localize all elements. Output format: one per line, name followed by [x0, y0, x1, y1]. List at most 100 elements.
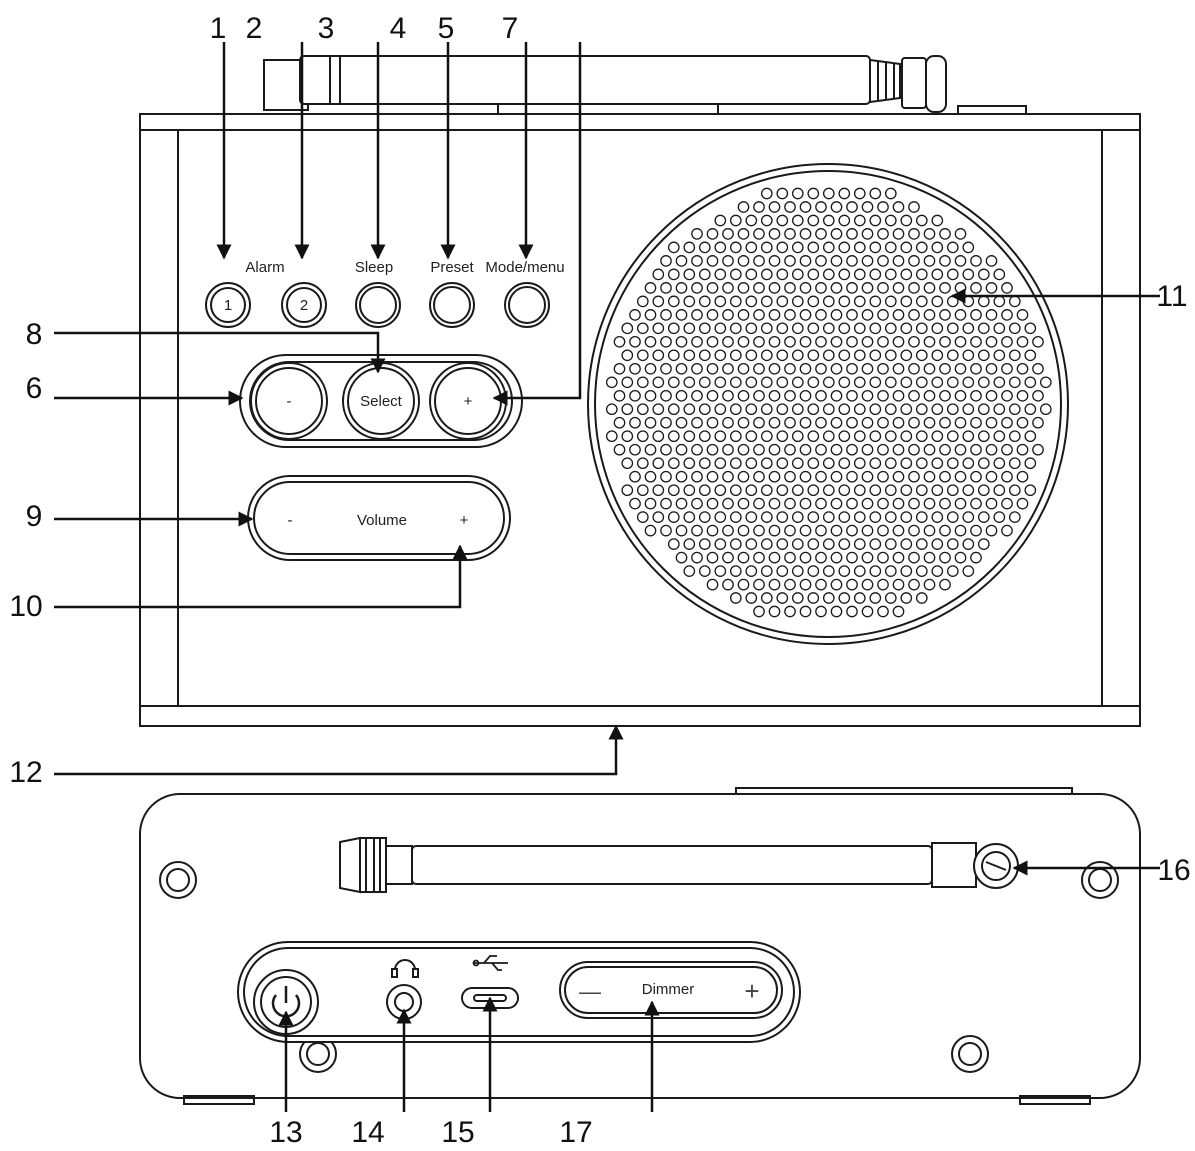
speaker-hole	[900, 241, 913, 254]
callout-8: 8	[26, 318, 43, 351]
speaker-hole	[621, 457, 634, 470]
speaker-hole	[838, 484, 851, 497]
speaker-hole	[977, 430, 990, 443]
rear-view	[139, 787, 1141, 1105]
speaker-hole	[760, 403, 773, 416]
speaker-hole	[660, 470, 672, 483]
speaker-hole	[939, 524, 951, 537]
speaker-hole	[877, 309, 889, 321]
speaker-hole	[962, 241, 975, 254]
speaker-hole	[745, 430, 758, 443]
speaker-hole	[970, 470, 982, 483]
speaker-hole	[1016, 416, 1029, 429]
speaker-hole	[706, 255, 719, 267]
speaker-hole	[931, 349, 944, 362]
speaker-hole	[900, 538, 913, 550]
speaker-hole	[760, 457, 773, 470]
speaker-hole	[884, 322, 897, 335]
speaker-hole	[861, 255, 874, 267]
speaker-hole	[970, 255, 982, 267]
speaker-hole	[838, 592, 851, 604]
speaker-hole	[729, 349, 742, 362]
speaker-hole	[830, 470, 843, 483]
speaker-hole	[644, 416, 657, 429]
speaker-hole	[799, 255, 812, 267]
minus-button[interactable]	[250, 362, 328, 440]
speaker-hole	[977, 538, 990, 550]
rear-antenna[interactable]	[339, 836, 1019, 894]
alarm-2-button[interactable]	[281, 282, 327, 328]
speaker-hole	[877, 605, 889, 618]
speaker-hole	[830, 335, 843, 348]
speaker-hole	[846, 605, 858, 618]
speaker-hole	[985, 389, 998, 402]
speaker-hole	[791, 349, 804, 362]
speaker-hole	[954, 389, 967, 402]
speaker-hole	[815, 524, 827, 537]
speaker-hole	[636, 511, 649, 523]
speaker-hole	[667, 457, 680, 470]
speaker-hole	[691, 362, 703, 375]
speaker-hole	[892, 497, 905, 510]
preset-button[interactable]	[429, 282, 475, 328]
speaker-hole	[838, 214, 851, 227]
speaker-hole	[815, 605, 827, 618]
speaker-hole	[939, 389, 951, 402]
speaker-hole	[698, 349, 711, 362]
speaker-hole	[923, 497, 936, 510]
dimmer-bar[interactable]	[559, 961, 783, 1019]
speaker-hole	[714, 511, 727, 523]
speaker-hole	[729, 538, 742, 550]
speaker-hole	[1032, 416, 1044, 429]
speaker-hole	[729, 403, 742, 416]
speaker-hole	[838, 187, 851, 200]
speaker-hole	[784, 228, 796, 240]
speaker-hole	[939, 497, 951, 510]
speaker-hole	[985, 443, 998, 456]
speaker-hole	[753, 497, 765, 510]
speaker-hole	[993, 322, 1006, 335]
speaker-hole	[853, 241, 866, 254]
alarm-1-button[interactable]	[205, 282, 251, 328]
speaker-hole	[737, 524, 750, 537]
speaker-hole	[799, 362, 812, 375]
speaker-hole	[962, 268, 975, 281]
speaker-hole	[776, 241, 789, 254]
speaker-hole	[1008, 349, 1021, 362]
speaker-hole	[660, 389, 672, 402]
speaker-hole	[946, 403, 959, 416]
speaker-hole	[822, 268, 835, 281]
speaker-hole	[970, 335, 982, 348]
speaker-hole	[791, 484, 804, 497]
front-antenna	[263, 55, 1027, 115]
mode-menu-button[interactable]	[504, 282, 550, 328]
speaker-hole	[861, 335, 874, 348]
speaker-hole	[784, 362, 796, 375]
speaker-hole	[822, 349, 835, 362]
speaker-hole	[675, 443, 688, 456]
sleep-label: Sleep	[355, 259, 393, 276]
speaker-hole	[1016, 470, 1029, 483]
speaker-hole	[954, 470, 967, 483]
speaker-hole	[768, 309, 781, 321]
speaker-hole	[985, 524, 998, 537]
speaker-hole	[853, 484, 866, 497]
speaker-hole	[698, 565, 711, 577]
speaker-hole	[753, 443, 765, 456]
speaker-hole	[768, 443, 781, 456]
speaker-hole	[884, 457, 897, 470]
speaker-hole	[939, 282, 951, 294]
speaker-hole	[714, 322, 727, 335]
speaker-hole	[915, 538, 928, 550]
speaker-hole	[753, 228, 765, 240]
sleep-button[interactable]	[355, 282, 401, 328]
speaker-hole	[737, 362, 750, 375]
speaker-hole	[768, 416, 781, 429]
speaker-hole	[954, 551, 967, 564]
speaker-hole	[660, 282, 672, 294]
speaker-hole	[923, 335, 936, 348]
speaker-hole	[923, 470, 936, 483]
speaker-hole	[675, 524, 688, 537]
screw-bottom-right	[951, 1035, 989, 1073]
speaker-hole	[954, 416, 967, 429]
